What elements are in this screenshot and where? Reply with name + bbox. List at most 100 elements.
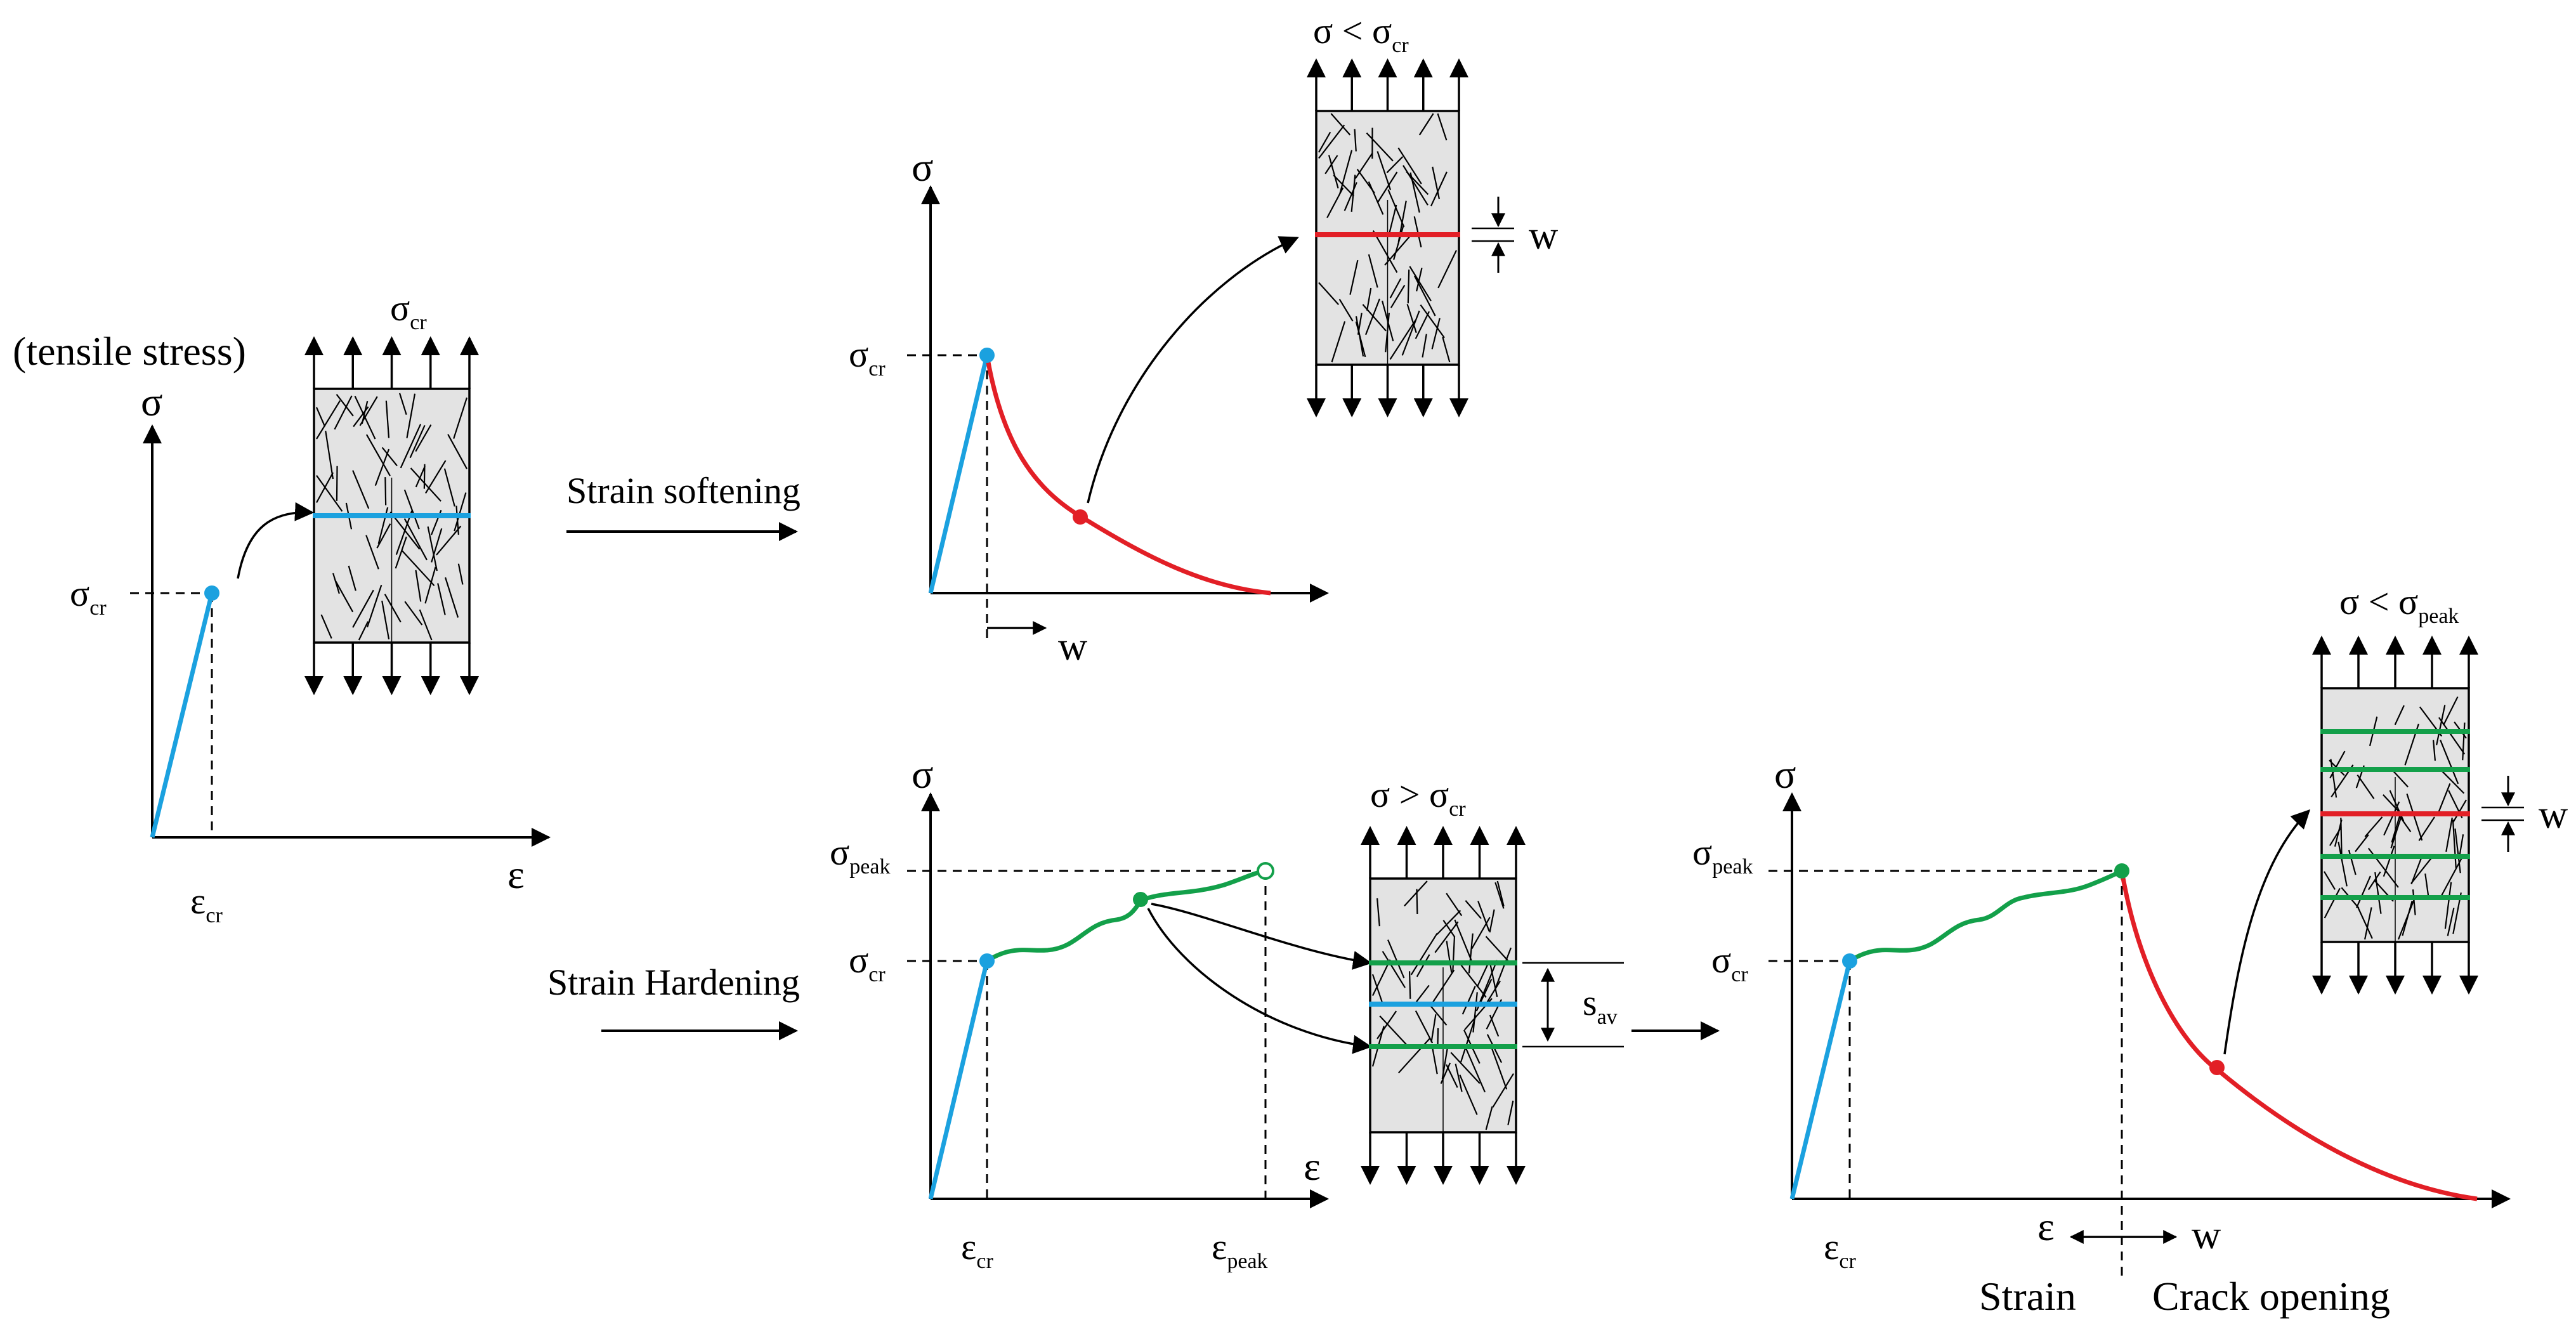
specimen-combined: w bbox=[2312, 636, 2568, 995]
fibre bbox=[1328, 155, 1339, 189]
strain-cr-label: εcr bbox=[190, 880, 223, 927]
fibre bbox=[381, 447, 398, 467]
fibre bbox=[1471, 917, 1491, 950]
fibre bbox=[1429, 969, 1455, 1007]
fibre bbox=[1318, 131, 1331, 153]
fibre bbox=[325, 431, 334, 480]
fibre bbox=[1318, 124, 1345, 159]
fibre bbox=[1461, 986, 1476, 1015]
fibre bbox=[1442, 920, 1456, 938]
softening-point bbox=[2209, 1060, 2225, 1075]
fibre bbox=[403, 489, 420, 530]
fibre bbox=[1368, 254, 1378, 288]
fibre bbox=[1460, 964, 1487, 998]
specimen-stress-label: σ < σpeak bbox=[2339, 581, 2459, 628]
fibre bbox=[1478, 960, 1498, 1005]
fibre bbox=[1415, 1010, 1434, 1043]
fibre bbox=[1372, 959, 1391, 997]
fibre bbox=[2391, 814, 2401, 843]
fibre bbox=[1376, 898, 1380, 927]
link-arrow-top bbox=[1151, 903, 1372, 970]
fibre bbox=[410, 467, 441, 502]
elastic-branch bbox=[928, 355, 990, 594]
fibre bbox=[1430, 1014, 1437, 1043]
fibre bbox=[1455, 1063, 1463, 1092]
fibre bbox=[406, 393, 416, 438]
stress-cr-label: σcr bbox=[849, 334, 886, 381]
fibre bbox=[1409, 266, 1432, 302]
fibre bbox=[1454, 919, 1474, 964]
fibre bbox=[2364, 907, 2372, 940]
fibre bbox=[1446, 941, 1453, 973]
fibre bbox=[1324, 155, 1338, 174]
fibre bbox=[2440, 769, 2465, 794]
fibre bbox=[1416, 954, 1430, 977]
w-label: w bbox=[2192, 1212, 2221, 1257]
fibre bbox=[1472, 992, 1478, 1033]
stress-cr-label: σcr bbox=[70, 573, 107, 620]
hardening-point bbox=[1133, 892, 1148, 907]
elastic-branch bbox=[1789, 960, 1852, 1200]
fibre bbox=[352, 470, 370, 509]
fibre bbox=[415, 466, 426, 488]
specimen-stress-label: σ < σcr bbox=[1313, 10, 1409, 57]
panel-combined: σ σpeak σcr εcr ε w Strain Crack opening… bbox=[1692, 581, 2568, 1319]
fibre bbox=[2412, 889, 2416, 915]
fibre bbox=[1414, 984, 1430, 1005]
fibre bbox=[1354, 129, 1357, 152]
fibre bbox=[1407, 269, 1410, 304]
fibre bbox=[385, 400, 390, 438]
specimen-softening: w bbox=[1307, 58, 1558, 417]
fibre bbox=[1376, 151, 1392, 190]
peak-point bbox=[1257, 862, 1274, 880]
fibre bbox=[1494, 882, 1505, 909]
fibre bbox=[1446, 1064, 1458, 1088]
fibre bbox=[334, 580, 354, 613]
fibre bbox=[1437, 250, 1457, 289]
stress-peak-label: σpeak bbox=[830, 832, 890, 879]
fibre bbox=[398, 393, 407, 415]
fibre bbox=[1446, 892, 1463, 917]
fibre bbox=[1410, 932, 1438, 976]
fibre bbox=[1494, 947, 1512, 991]
y-axis-label: σ bbox=[141, 379, 163, 424]
fibre bbox=[1434, 921, 1459, 953]
fibre bbox=[1485, 1106, 1493, 1130]
hardening-arrow-label: Strain Hardening bbox=[547, 962, 800, 1003]
fibre bbox=[1390, 285, 1406, 308]
fibre bbox=[402, 550, 435, 587]
fibre bbox=[2357, 906, 2373, 939]
eps-label: ε bbox=[2037, 1204, 2055, 1249]
fibre bbox=[366, 584, 382, 628]
fibre bbox=[2355, 834, 2369, 853]
fibre bbox=[2364, 816, 2383, 837]
fibre bbox=[419, 609, 433, 641]
panel-softening: Strain softening σ w σcr w σ < σcr bbox=[566, 10, 1558, 669]
fibre bbox=[1436, 910, 1461, 936]
fibre bbox=[1476, 964, 1489, 988]
hardening-branch bbox=[986, 868, 1266, 963]
fibre bbox=[2447, 907, 2455, 936]
fibre bbox=[424, 566, 436, 604]
fibre bbox=[2330, 759, 2337, 798]
fibre bbox=[1489, 909, 1495, 932]
fibre bbox=[1397, 147, 1422, 185]
fibre bbox=[2324, 887, 2341, 918]
fibre bbox=[1465, 900, 1482, 919]
fibre bbox=[2452, 799, 2467, 823]
fibre bbox=[352, 589, 374, 628]
fibre bbox=[2438, 717, 2466, 755]
fibre bbox=[365, 535, 379, 570]
fibre bbox=[1496, 880, 1505, 906]
fibre bbox=[2459, 834, 2464, 857]
fibre bbox=[2324, 871, 2336, 890]
hardening-branch bbox=[1848, 868, 2123, 963]
fibre bbox=[2391, 769, 2409, 788]
fibre bbox=[354, 395, 376, 440]
fibre bbox=[437, 583, 446, 615]
fibre bbox=[1413, 216, 1422, 248]
panel-initial: (tensile stress) σ ε σcr εcr σcr bbox=[13, 287, 551, 927]
strain-cr-label: εcr bbox=[1824, 1226, 1856, 1273]
fibre bbox=[316, 400, 341, 440]
